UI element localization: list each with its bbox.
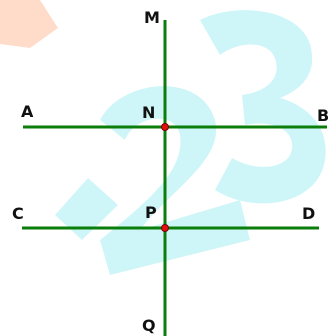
label-p: P: [145, 203, 157, 222]
label-c: C: [12, 204, 24, 223]
label-b: B: [317, 106, 329, 125]
label-m: M: [144, 8, 160, 27]
watermark-orange-shape: [0, 0, 58, 48]
watermark: [0, 0, 326, 275]
point-p: [161, 224, 169, 232]
label-a: A: [21, 102, 34, 121]
label-q: Q: [142, 316, 156, 335]
label-d: D: [302, 204, 315, 223]
point-n: [161, 123, 169, 131]
watermark-digit-3: [200, 10, 326, 204]
watermark-digit-1: [55, 178, 118, 240]
label-n: N: [142, 103, 155, 122]
